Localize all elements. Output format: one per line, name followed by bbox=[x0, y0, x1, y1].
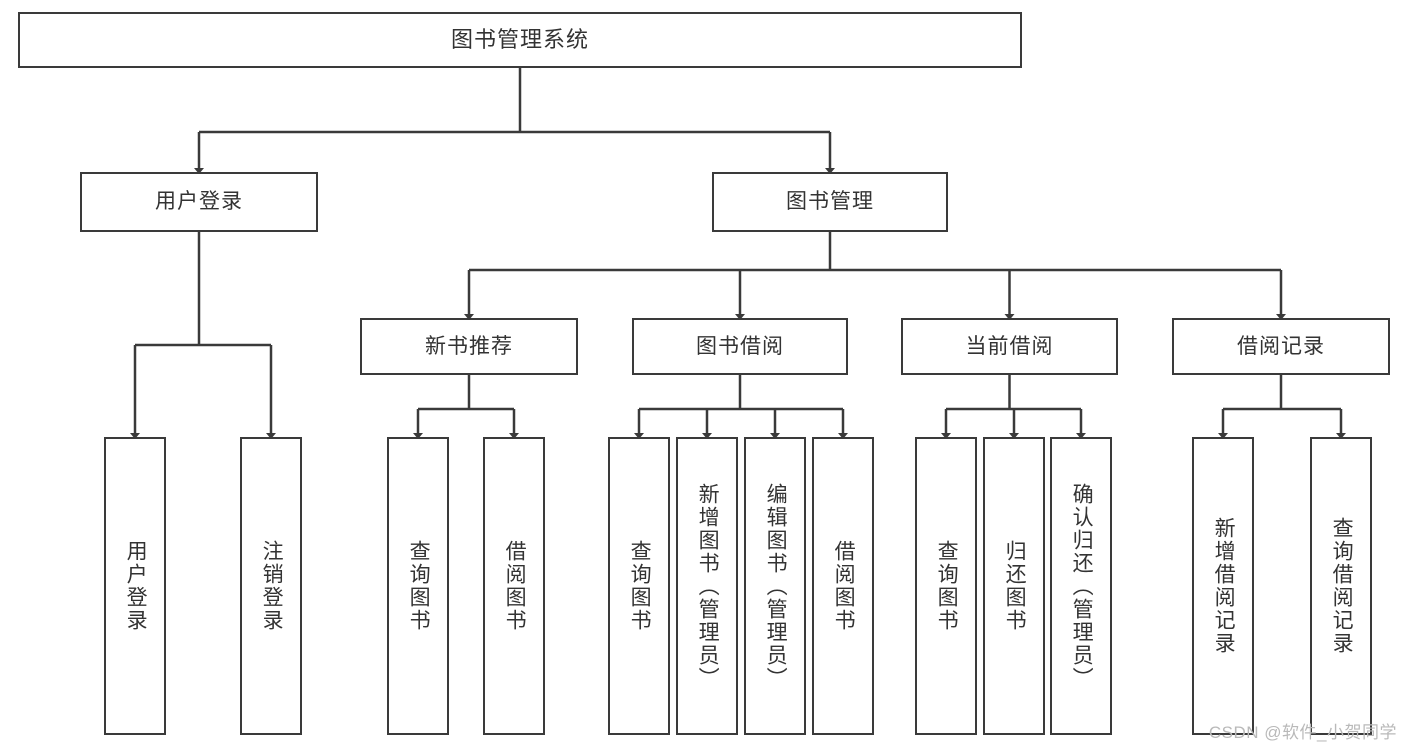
node-leaf-nb-borrow[interactable]: 借阅图书 bbox=[483, 437, 545, 735]
node-leaf-re-add[interactable]: 新增借阅记录 bbox=[1192, 437, 1254, 735]
node-leaf-cu-confirm[interactable]: 确认归还（管理员） bbox=[1050, 437, 1112, 735]
node-label: 归还图书 bbox=[1003, 540, 1027, 632]
node-leaf-re-query[interactable]: 查询借阅记录 bbox=[1310, 437, 1372, 735]
node-label: 编辑图书（管理员） bbox=[764, 482, 788, 690]
node-label: 图书管理 bbox=[786, 190, 874, 214]
node-leaf-bo-query[interactable]: 查询图书 bbox=[608, 437, 670, 735]
node-leaf-bo-add[interactable]: 新增图书（管理员） bbox=[676, 437, 738, 735]
node-current[interactable]: 当前借阅 bbox=[901, 318, 1118, 375]
connector-group bbox=[130, 68, 1346, 439]
node-label: 借阅记录 bbox=[1237, 334, 1325, 358]
node-bookmgmt[interactable]: 图书管理 bbox=[712, 172, 948, 232]
node-label: 借阅图书 bbox=[832, 540, 856, 632]
node-label: 确认归还（管理员） bbox=[1070, 482, 1094, 690]
node-records[interactable]: 借阅记录 bbox=[1172, 318, 1390, 375]
node-leaf-user-logout[interactable]: 注销登录 bbox=[240, 437, 302, 735]
node-label: 图书管理系统 bbox=[450, 26, 589, 52]
node-label: 用户登录 bbox=[124, 540, 148, 632]
node-newbook[interactable]: 新书推荐 bbox=[360, 318, 578, 375]
node-leaf-nb-query[interactable]: 查询图书 bbox=[387, 437, 449, 735]
node-label: 新增借阅记录 bbox=[1212, 517, 1236, 655]
node-leaf-cu-query[interactable]: 查询图书 bbox=[915, 437, 977, 735]
node-label: 查询图书 bbox=[628, 540, 652, 632]
node-label: 查询图书 bbox=[935, 540, 959, 632]
node-label: 图书借阅 bbox=[696, 334, 784, 358]
node-leaf-user-login[interactable]: 用户登录 bbox=[104, 437, 166, 735]
node-borrow[interactable]: 图书借阅 bbox=[632, 318, 848, 375]
node-leaf-bo-edit[interactable]: 编辑图书（管理员） bbox=[744, 437, 806, 735]
node-leaf-cu-return[interactable]: 归还图书 bbox=[983, 437, 1045, 735]
node-label: 当前借阅 bbox=[965, 334, 1054, 358]
node-label: 新增图书（管理员） bbox=[696, 482, 720, 690]
node-label: 借阅图书 bbox=[503, 540, 527, 632]
node-root[interactable]: 图书管理系统 bbox=[18, 12, 1022, 68]
node-label: 查询图书 bbox=[407, 540, 431, 632]
node-label: 用户登录 bbox=[155, 190, 243, 214]
node-label: 查询借阅记录 bbox=[1330, 517, 1354, 655]
node-label: 新书推荐 bbox=[425, 334, 513, 358]
node-label: 注销登录 bbox=[260, 540, 284, 632]
node-leaf-bo-borrow[interactable]: 借阅图书 bbox=[812, 437, 874, 735]
node-login[interactable]: 用户登录 bbox=[80, 172, 318, 232]
